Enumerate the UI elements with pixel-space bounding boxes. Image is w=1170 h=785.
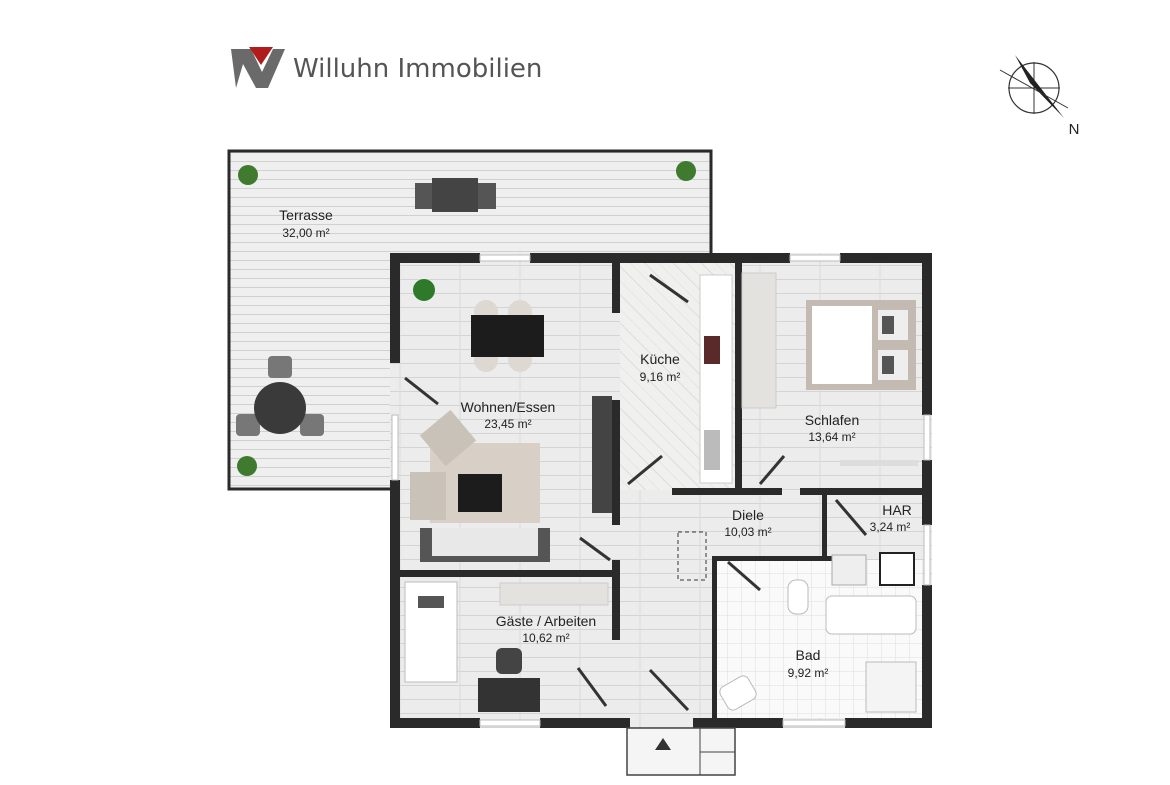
plant-icon <box>413 279 435 301</box>
room-name-har: HAR <box>882 502 912 518</box>
room-area-kueche: 9,16 m² <box>640 370 681 384</box>
room-area-gaeste: 10,62 m² <box>522 631 569 645</box>
shower-icon <box>865 661 917 713</box>
room-name-schlafen: Schlafen <box>805 412 859 428</box>
entrance-arrow-icon <box>655 738 671 750</box>
room-name-gaeste: Gäste / Arbeiten <box>496 613 596 629</box>
outdoor-table-icon <box>415 178 496 212</box>
plant-icon <box>238 165 258 185</box>
room-name-diele: Diele <box>732 507 764 523</box>
shoe-cabinet-icon <box>677 531 707 581</box>
entrance-step <box>626 727 736 776</box>
kitchen-counter-icon <box>699 274 733 484</box>
armchair-icon <box>419 409 477 467</box>
room-area-schlafen: 13,64 m² <box>808 430 855 444</box>
room-area-bad: 9,92 m² <box>788 666 829 680</box>
single-bed-icon <box>404 581 458 683</box>
room-name-kueche: Küche <box>640 351 680 367</box>
room-area-terrasse: 32,00 m² <box>282 226 329 240</box>
room-name-bad: Bad <box>796 647 821 663</box>
compass-icon: N <box>999 55 1080 138</box>
room-area-wohnen: 23,45 m² <box>484 417 531 431</box>
round-table-icon <box>236 356 324 436</box>
walls <box>390 253 932 728</box>
sofa-icon <box>420 528 550 562</box>
washing-machine-icon <box>831 552 915 586</box>
plant-icon <box>237 456 257 476</box>
room-name-terrasse: Terrasse <box>279 207 333 223</box>
brand-logo: Willuhn Immobilien <box>231 47 542 88</box>
doors <box>404 273 868 712</box>
room-name-wohnen: Wohnen/Essen <box>461 399 556 415</box>
toilet-icon <box>787 579 809 615</box>
dining-table-icon <box>471 300 544 372</box>
wardrobe-icon <box>499 582 609 606</box>
brand-name: Willuhn Immobilien <box>293 54 542 84</box>
armchair-icon <box>410 472 446 520</box>
sink-icon <box>719 675 757 711</box>
bathtub-icon <box>825 595 917 635</box>
double-bed-icon <box>806 300 916 390</box>
wardrobe-icon <box>741 272 777 409</box>
plant-icon <box>676 161 696 181</box>
dresser-icon <box>840 460 918 466</box>
coffee-table-icon <box>458 474 502 512</box>
logo-w-icon <box>231 49 285 88</box>
tv-unit-icon <box>592 396 612 513</box>
room-area-har: 3,24 m² <box>870 520 911 534</box>
desk-icon <box>478 648 540 712</box>
logo-triangle-icon <box>249 47 273 65</box>
room-area-diele: 10,03 m² <box>724 525 771 539</box>
compass-north-label: N <box>1069 121 1080 138</box>
